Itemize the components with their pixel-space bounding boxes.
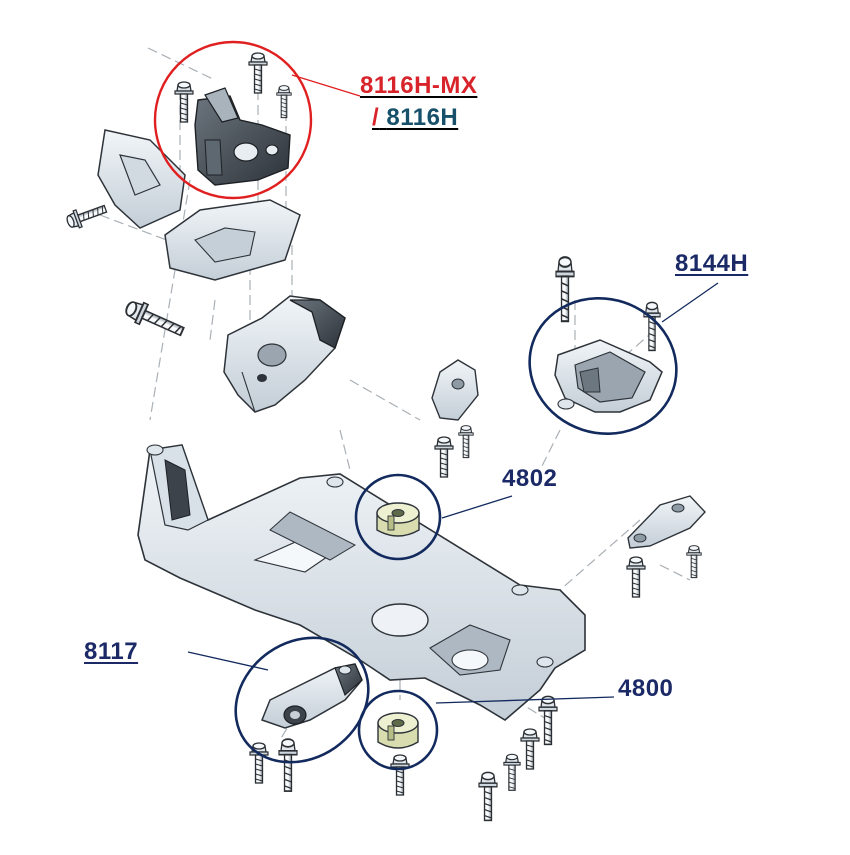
torque-rod-highlight <box>234 636 370 764</box>
torque-rod-leader <box>187 651 269 671</box>
torque-rod-icon <box>261 663 363 729</box>
engine-mount-part-number: 8116H-MX <box>360 72 477 100</box>
bolt-icon <box>478 771 498 822</box>
gearbox-mount-leader <box>661 282 719 323</box>
engine-mount-separator: / <box>372 104 380 131</box>
engine-mount-icon <box>194 87 291 186</box>
bolt-icon <box>434 436 454 478</box>
bolt-icon <box>643 301 661 352</box>
subframe-bracket-icon <box>627 495 706 549</box>
bolt-icon <box>503 753 521 791</box>
bolt-icon <box>458 425 474 459</box>
lower-bushing-leader <box>435 696 615 704</box>
engine-mount-alt-label: 8116H <box>386 104 459 131</box>
engine-mount-primary-label: 8116H-MX <box>360 72 478 99</box>
torque-rod-label: 8117 <box>84 638 139 665</box>
bolt-icon <box>554 256 576 323</box>
subframe-icon <box>137 444 586 721</box>
engine-mount-alt-number: / 8116H <box>372 104 458 132</box>
bolt-icon <box>121 296 188 343</box>
gearbox-mount-highlight <box>528 297 678 435</box>
upper-bushing-leader <box>441 495 513 519</box>
bolt-icon <box>626 556 646 598</box>
bushing-icon <box>377 712 419 749</box>
engine-mount-leader <box>291 74 361 97</box>
bolt-icon <box>538 695 558 746</box>
lower-bushing-highlight <box>357 689 439 771</box>
bolt-icon <box>248 52 268 94</box>
bolt-icon <box>520 728 540 770</box>
bolt-icon <box>276 85 292 119</box>
lower-bushing-label: 4800 <box>618 675 674 702</box>
bolt-icon <box>278 738 298 792</box>
bolt-icon <box>686 545 702 579</box>
gearbox-mount-label: 8144H <box>675 250 749 277</box>
upper-bushing-label: 4802 <box>502 465 558 492</box>
bushing-icon <box>376 502 420 537</box>
engine-bracket-icon <box>223 295 346 413</box>
upper-bushing-highlight <box>354 473 442 561</box>
gearbox-mount-icon <box>554 339 663 413</box>
subframe-bracket-icon <box>431 359 479 421</box>
bolt-icon <box>174 81 194 123</box>
engine-mount-highlight <box>153 40 313 200</box>
bolt-icon <box>390 754 410 796</box>
